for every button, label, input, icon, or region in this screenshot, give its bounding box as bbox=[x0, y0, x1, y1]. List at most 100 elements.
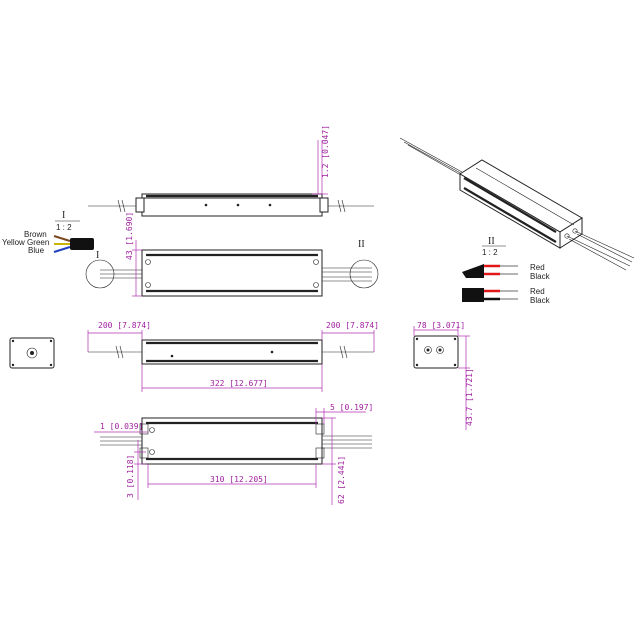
wire-label-brown: Brown bbox=[24, 230, 47, 239]
bottom-view-body bbox=[141, 417, 323, 465]
dim-mount-pitch-text: 310 [12.205] bbox=[210, 475, 268, 484]
dim-lead-right: 200 [7.874] bbox=[321, 321, 379, 352]
dim-end-width-text: 78 [3.071] bbox=[417, 321, 465, 330]
gland-icon bbox=[564, 233, 570, 239]
wire-label-blue: Blue bbox=[28, 246, 45, 255]
mount-hole-icon bbox=[313, 259, 319, 265]
mount-hole-icon bbox=[145, 282, 151, 288]
end-view-right bbox=[413, 335, 459, 369]
wire-blue bbox=[53, 246, 71, 253]
dim-end-width: 78 [3.071] bbox=[413, 321, 465, 336]
break-mark bbox=[115, 345, 120, 359]
lead-1-top-label: Red bbox=[530, 263, 545, 272]
iso-output-wire bbox=[574, 230, 635, 259]
detail-circle-ii bbox=[349, 259, 379, 289]
mount-hole-icon bbox=[149, 427, 155, 433]
detail-i-label: I bbox=[62, 210, 65, 221]
dim-body-length: 322 [12.677] bbox=[141, 364, 323, 392]
iso-output-wire bbox=[576, 233, 633, 263]
lead-1-bottom-label: Black bbox=[530, 272, 551, 281]
front-view bbox=[88, 339, 374, 365]
top-view: I II bbox=[85, 239, 379, 297]
screw-icon bbox=[453, 363, 457, 367]
dim-body-length-text: 322 [12.677] bbox=[210, 379, 268, 388]
wire-brown bbox=[53, 235, 71, 242]
cable-sheath bbox=[70, 238, 94, 250]
dim-hole-offset: 1 [0.039] bbox=[94, 422, 148, 433]
gland-icon bbox=[436, 346, 444, 354]
dim-lead-left-text: 200 [7.874] bbox=[98, 321, 151, 330]
detail-ii: II 1 : 2 Red Black Red Black bbox=[462, 236, 551, 305]
break-mark bbox=[341, 199, 346, 213]
dim-hole-edge: 3 [0.118] bbox=[126, 440, 146, 500]
dim-hole-offset-text: 1 [0.039] bbox=[100, 422, 143, 431]
view-marker-ii: II bbox=[358, 239, 365, 250]
side-view-gland-left bbox=[135, 197, 145, 213]
iso-input-wire bbox=[399, 137, 463, 173]
iso-groove bbox=[475, 167, 575, 226]
dim-hole-edge-text: 3 [0.118] bbox=[126, 455, 135, 498]
lead-sheath bbox=[462, 288, 484, 302]
dim-flange-thickness: 1.2 [0.047] bbox=[312, 125, 330, 195]
screw-icon bbox=[415, 337, 419, 341]
screw-icon bbox=[204, 203, 208, 207]
screw-icon bbox=[268, 203, 272, 207]
dim-mount-width-text: 62 [2.441] bbox=[337, 456, 346, 504]
end-view-left bbox=[9, 337, 55, 369]
side-view-gland-right bbox=[319, 197, 329, 213]
detail-i: I 1 : 2 Brown Yellow Green Blue bbox=[2, 210, 94, 255]
mount-slot-icon bbox=[315, 447, 325, 459]
screw-icon bbox=[270, 350, 274, 354]
mount-slot-icon bbox=[139, 423, 149, 435]
break-mark bbox=[339, 345, 344, 359]
isometric-view bbox=[399, 137, 635, 271]
dim-lead-right-text: 200 [7.874] bbox=[326, 321, 379, 330]
iso-input-wire bbox=[407, 144, 467, 179]
bottom-view bbox=[100, 417, 372, 465]
dim-end-height-text: 43.7 [1.721] bbox=[465, 368, 474, 426]
end-view-right-body bbox=[413, 335, 459, 369]
screw-icon bbox=[236, 203, 240, 207]
break-mark bbox=[121, 199, 126, 213]
dim-mount-pitch: 310 [12.205] bbox=[147, 464, 317, 488]
mount-slot-icon bbox=[139, 447, 149, 459]
iso-output-wire bbox=[566, 235, 631, 267]
lead-2-top-label: Red bbox=[530, 287, 545, 296]
break-mark bbox=[119, 345, 124, 359]
gland-core-icon bbox=[438, 348, 442, 352]
dim-slot-width: 5 [0.197] bbox=[315, 403, 373, 424]
mount-hole-icon bbox=[145, 259, 151, 265]
break-mark bbox=[337, 199, 342, 213]
gland-icon bbox=[26, 347, 38, 359]
detail-ii-label: II bbox=[488, 236, 495, 247]
screw-icon bbox=[170, 354, 174, 358]
lead-2-bottom-label: Black bbox=[530, 296, 551, 305]
wire-label-yellow-green: Yellow Green bbox=[2, 238, 49, 247]
screw-icon bbox=[11, 363, 15, 367]
detail-i-scale: 1 : 2 bbox=[56, 223, 72, 232]
screw-icon bbox=[49, 363, 53, 367]
gland-core-icon bbox=[30, 351, 34, 355]
dim-body-height: 43 [1.690] bbox=[125, 212, 142, 297]
mount-hole-icon bbox=[313, 282, 319, 288]
mount-slot-icon bbox=[315, 423, 325, 435]
gland-core-icon bbox=[426, 348, 430, 352]
screw-icon bbox=[49, 339, 53, 343]
dim-end-height: 43.7 [1.721] bbox=[458, 335, 474, 430]
gland-icon bbox=[572, 228, 578, 234]
dim-mount-width: 62 [2.441] bbox=[322, 417, 346, 505]
side-view bbox=[88, 193, 374, 217]
dim-slot-width-text: 5 [0.197] bbox=[330, 403, 373, 412]
iso-rail bbox=[463, 177, 557, 233]
gland-icon bbox=[424, 346, 432, 354]
lead-sheath bbox=[462, 264, 484, 278]
screw-icon bbox=[453, 337, 457, 341]
screw-icon bbox=[11, 339, 15, 343]
iso-rail bbox=[463, 187, 557, 243]
view-marker-i: I bbox=[96, 250, 99, 261]
screw-icon bbox=[415, 363, 419, 367]
break-mark bbox=[117, 199, 122, 213]
dim-body-height-text: 43 [1.690] bbox=[125, 212, 134, 260]
iso-input-wire bbox=[403, 141, 465, 176]
